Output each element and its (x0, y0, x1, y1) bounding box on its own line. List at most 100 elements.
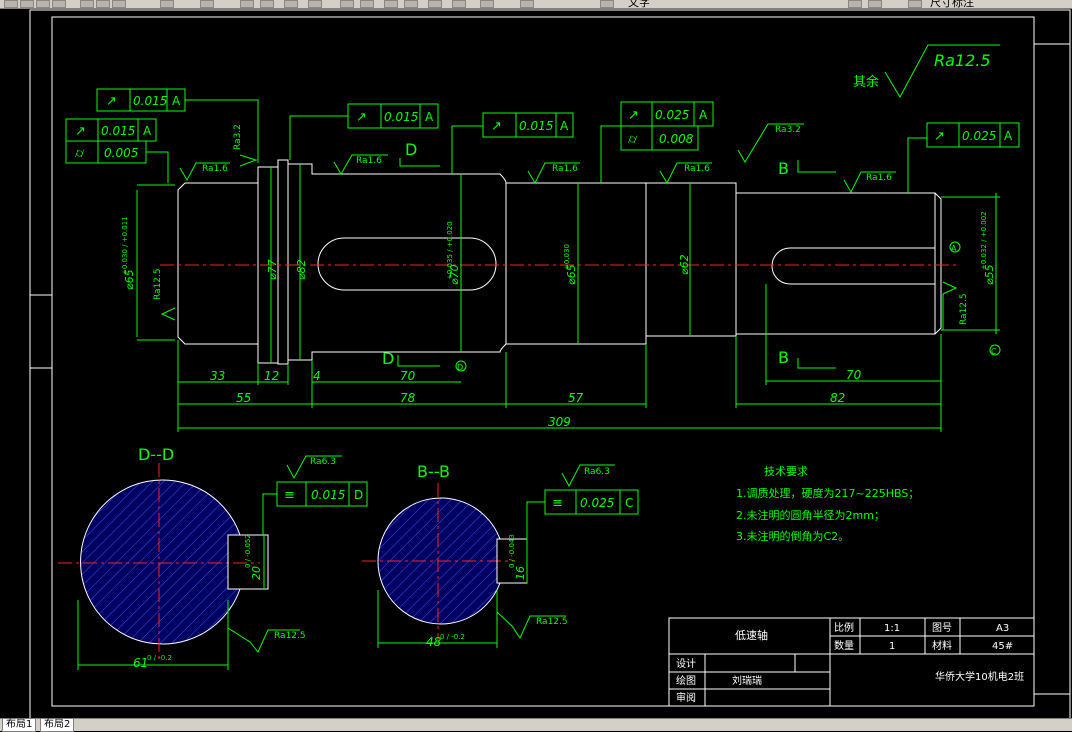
paste-icon[interactable] (112, 0, 126, 8)
svg-text:48: 48 (426, 635, 442, 649)
datum-d-label: D (457, 363, 463, 372)
svg-text:Ra12.5: Ra12.5 (274, 631, 306, 641)
svg-text:↗: ↗ (106, 94, 117, 109)
dia-label-2: ⌀77 (266, 259, 279, 280)
sheet-set-icon[interactable] (404, 0, 418, 8)
len-12: 12 (264, 369, 279, 383)
dia-tol-7: +0.032 / +0.002 (980, 211, 988, 270)
save-icon[interactable] (36, 0, 50, 8)
svg-text:A: A (699, 108, 708, 122)
dia-label-6: ⌀62 (678, 254, 691, 275)
drawing-canvas[interactable]: ⌀65 +0.030 / +0.011 ⌀77 ⌀82 ⌀70 +0.035 /… (0, 8, 1072, 718)
svg-text:↗: ↗ (628, 108, 639, 123)
svg-text:A: A (143, 124, 152, 138)
datum-a-label: A (951, 244, 957, 253)
dim-style-icon[interactable] (848, 0, 862, 8)
tb-material-label: 材料 (932, 639, 952, 652)
svg-text:Ra6.3: Ra6.3 (584, 467, 610, 477)
svg-text:A: A (425, 110, 434, 124)
sheet-outer-border (29, 9, 1071, 718)
svg-text:0.015: 0.015 (133, 94, 167, 108)
dia-label-4: ⌀70 (448, 264, 461, 285)
svg-text:≡: ≡ (552, 496, 563, 511)
section-bb-title: B--B (417, 462, 450, 481)
help-icon[interactable] (480, 0, 494, 8)
svg-text:其余: 其余 (853, 74, 879, 90)
shaft-seg-bearing-right (505, 182, 647, 345)
svg-text:0 / -0.2: 0 / -0.2 (147, 654, 172, 662)
zoom-realtime-icon[interactable] (260, 0, 274, 8)
section-mark-b-bottom: B (778, 348, 789, 367)
cut-icon[interactable] (80, 0, 94, 8)
dim-style-label[interactable]: 尺寸标注 (930, 0, 974, 9)
roughness-rest: 其余 Ra12.5 (853, 44, 1000, 99)
redo-icon[interactable] (200, 0, 214, 8)
open-file-icon[interactable] (20, 0, 34, 8)
svg-text:0.008: 0.008 (659, 132, 694, 146)
dia-label-7: ⌀55 (983, 264, 996, 285)
section-dd-title: D--D (138, 445, 174, 464)
properties-icon[interactable] (340, 0, 354, 8)
section-mark-d-bottom: D (382, 349, 394, 368)
tb-draw-label: 绘图 (676, 674, 696, 687)
dia-tol-5: +0.030 (563, 244, 571, 270)
cut-line-d-bottom (397, 355, 440, 367)
tol-frame-5: ↗ 0.015 A (451, 112, 574, 174)
tb-drawing-no-value: A3 (996, 623, 1009, 634)
zoom-previous-icon[interactable] (308, 0, 322, 8)
svg-text:↗: ↗ (491, 119, 502, 134)
datum-d-tag (455, 360, 467, 372)
undo-icon[interactable] (160, 0, 174, 8)
technical-requirements: 技术要求 1.调质处理，硬度为217~225HBS； 2.未注明的圆角半径为2m… (736, 465, 919, 543)
tab-layout1[interactable]: 布局1 (2, 719, 37, 732)
dim-style-manager-icon[interactable] (868, 0, 882, 8)
cut-line-b-bottom (797, 358, 836, 369)
svg-text:61: 61 (133, 656, 148, 670)
dia-tol-4: +0.035 / +0.020 (446, 221, 454, 280)
len-57: 57 (568, 391, 584, 405)
new-file-icon[interactable] (4, 0, 18, 8)
dia-tol-1: +0.030 / +0.011 (121, 216, 129, 275)
svg-text:0.015: 0.015 (519, 119, 553, 133)
svg-text:⌭: ⌭ (628, 132, 638, 147)
len-70: 70 (400, 369, 416, 383)
svg-text:D: D (354, 488, 363, 502)
print-icon[interactable] (52, 0, 66, 8)
copy-icon[interactable] (96, 0, 110, 8)
tab-layout2[interactable]: 布局2 (40, 719, 75, 732)
svg-text:0 / -0.2: 0 / -0.2 (440, 633, 465, 641)
tol-frame-3: ⌭ 0.005 (65, 140, 169, 183)
len-4: 4 (313, 369, 321, 383)
dim-style-dropdown-icon[interactable] (908, 0, 922, 8)
pan-icon[interactable] (240, 0, 254, 8)
svg-text:⌭: ⌭ (75, 146, 85, 161)
text-style-icon[interactable] (520, 0, 534, 8)
len-309: 309 (548, 415, 571, 429)
tol-frame-2: ↗ 0.015 A (65, 118, 157, 142)
tol-frame-dd: ≡ 0.015 D (262, 481, 368, 535)
cad-toolbar: 文字 尺寸标注 (0, 0, 1072, 9)
svg-text:Ra1.6: Ra1.6 (356, 156, 382, 166)
shaft-seg-end (736, 192, 942, 335)
len-55: 55 (236, 391, 251, 405)
text-style-label[interactable]: 文字 (628, 0, 650, 9)
zoom-window-icon[interactable] (284, 0, 298, 8)
svg-text:Ra12.5: Ra12.5 (536, 617, 568, 627)
markup-icon[interactable] (428, 0, 442, 8)
svg-text:Ra6.3: Ra6.3 (310, 457, 336, 467)
tol-frame-bb: ≡ 0.025 C (526, 489, 639, 539)
text-style-dropdown-icon[interactable] (600, 0, 614, 8)
svg-text:0 / -0.052: 0 / -0.052 (244, 534, 252, 568)
len-78: 78 (400, 391, 416, 405)
shaft-seg-bearing-left (177, 182, 259, 345)
roughness-marks: Ra3.2 Ra1.6 Ra1.6 Ra1.6 Ra1.6 Ra3.2 Ra1.… (153, 123, 969, 330)
tool-palettes-icon[interactable] (384, 0, 398, 8)
tech-req-line-3: 3.未注明的倒角为C2。 (736, 529, 849, 543)
design-center-icon[interactable] (360, 0, 374, 8)
section-mark-b-top: B (778, 159, 789, 178)
calculator-icon[interactable] (452, 0, 466, 8)
shaft-seg-shoulder (277, 159, 289, 365)
svg-text:0.015: 0.015 (311, 488, 345, 502)
cut-line-d-top (399, 158, 440, 167)
datum-c-label: C (991, 347, 997, 356)
